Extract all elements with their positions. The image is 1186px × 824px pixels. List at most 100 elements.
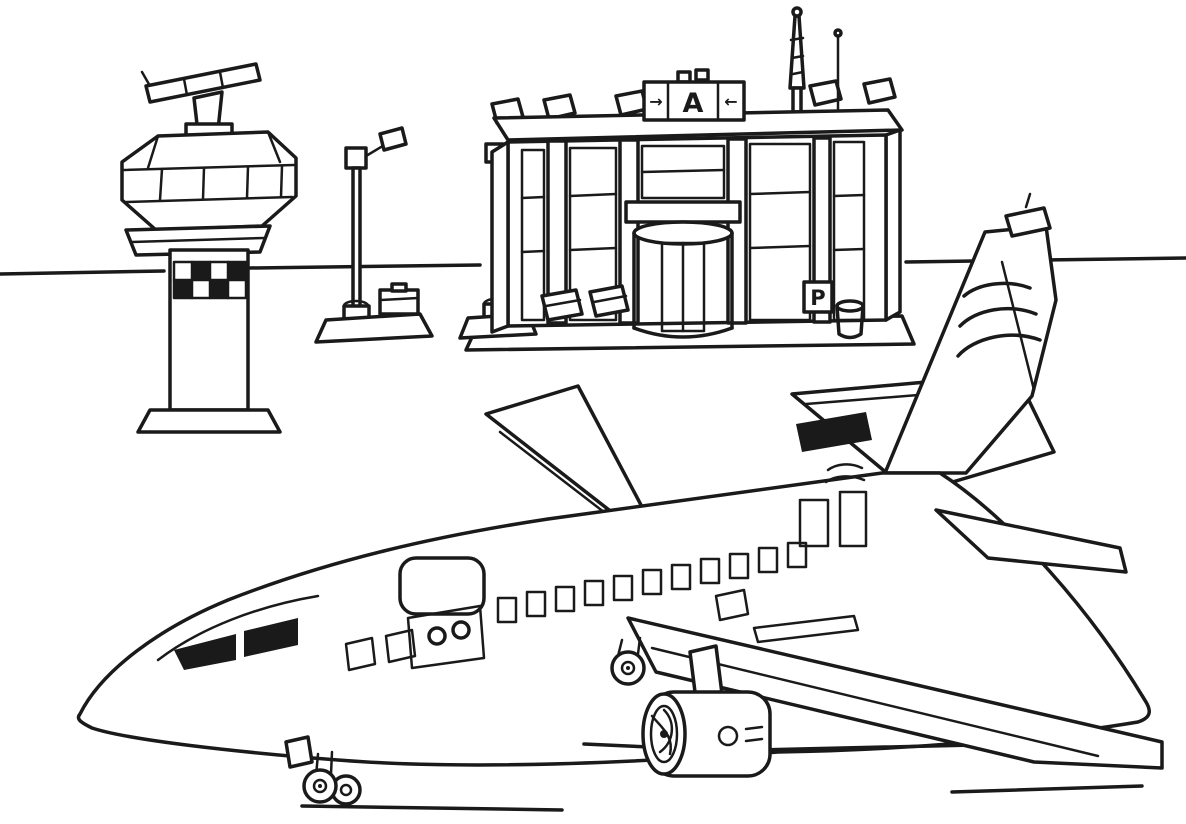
nose-landing-gear xyxy=(284,735,362,806)
tail-logo xyxy=(956,281,1042,358)
window xyxy=(554,585,576,613)
window xyxy=(670,563,692,591)
revolving-door-top xyxy=(632,220,734,246)
cab-roof-facet xyxy=(266,130,282,164)
forward-window xyxy=(344,636,377,672)
glass-bay xyxy=(748,142,812,322)
speed-line xyxy=(582,742,652,749)
checker-cell xyxy=(174,280,192,298)
far-engine xyxy=(796,412,872,452)
glass-mullion xyxy=(832,193,866,252)
trash-can-top xyxy=(835,299,865,313)
passenger-windows xyxy=(496,541,808,624)
cab-window-mullion xyxy=(201,166,206,201)
overwing-exit xyxy=(714,588,750,622)
fan-blade xyxy=(658,708,673,754)
glass-mullion xyxy=(748,190,812,250)
thin-antenna-ball xyxy=(833,28,843,38)
cockpit-roof-piece xyxy=(398,556,486,616)
tower-base xyxy=(136,408,282,434)
terminal-left-edge xyxy=(490,140,510,334)
parking-sign-letter: P xyxy=(810,286,825,310)
lamppost-left xyxy=(314,126,434,344)
tail-logo-swoosh xyxy=(962,281,1032,298)
revolving-door-sides xyxy=(632,231,734,330)
forward-window xyxy=(384,628,417,664)
lamp-pole xyxy=(351,166,362,320)
cab-window-band-bottom xyxy=(124,195,294,204)
radar-panel-divider xyxy=(182,77,189,97)
fin-beacon xyxy=(1004,206,1052,238)
antenna-tick xyxy=(789,36,805,76)
glass-bay xyxy=(568,146,618,322)
suitcase-lid-line xyxy=(378,296,420,302)
bench xyxy=(540,288,584,322)
glass-mullion xyxy=(568,192,618,252)
gate-sign-stud xyxy=(694,68,710,82)
tail-logo-swoosh xyxy=(956,333,1042,358)
front-door xyxy=(406,604,486,670)
wing-root-fairing xyxy=(752,614,860,644)
antenna-ball xyxy=(791,6,803,18)
pilaster xyxy=(546,139,568,325)
engine-vent-lines xyxy=(744,725,764,743)
windscreen-frame xyxy=(156,594,320,662)
gate-sign-divider xyxy=(666,80,720,122)
cockpit-window xyxy=(244,618,298,657)
tower-cab xyxy=(120,130,298,232)
window xyxy=(757,546,779,574)
window xyxy=(612,574,634,602)
gear-door xyxy=(284,735,314,769)
engine xyxy=(641,644,772,778)
near-stabilizer xyxy=(934,508,1128,574)
terminal-right-side xyxy=(884,128,902,322)
bench-line xyxy=(544,298,582,308)
cab-window-mullion xyxy=(245,165,250,200)
speed-line xyxy=(300,804,564,812)
gate-sign-letter: A xyxy=(683,88,704,119)
gate-sign-arrow-right: ← xyxy=(724,92,737,111)
fan-spinner xyxy=(660,730,668,738)
main-landing-gear xyxy=(610,636,646,686)
wing-panel-line xyxy=(650,646,1100,758)
window xyxy=(583,579,605,607)
cockpit-window xyxy=(174,634,236,670)
glass-bay xyxy=(520,148,546,322)
cab-window-band-top xyxy=(122,163,296,172)
parking-sign xyxy=(802,280,834,314)
wheel-hub xyxy=(312,778,328,794)
gate-sign-board xyxy=(642,80,746,122)
bench xyxy=(588,284,630,318)
terminal-building: P → A ← xyxy=(458,6,916,352)
checker-cell xyxy=(192,262,210,280)
wheel-hub-dot xyxy=(318,784,322,788)
wheel-hub xyxy=(620,660,636,676)
window xyxy=(641,568,663,596)
control-tower xyxy=(120,62,298,434)
lamp-base-plate xyxy=(314,312,434,344)
engine-intake xyxy=(649,704,679,764)
gate-sign: → A ← xyxy=(642,68,746,122)
roof-tab xyxy=(542,93,577,121)
pilaster xyxy=(812,136,832,324)
fuselage-logo-swoosh xyxy=(826,463,864,472)
window xyxy=(786,541,808,569)
lamp-box xyxy=(378,126,408,152)
revolving-door-bottom xyxy=(632,326,734,339)
fin-beacon-antenna xyxy=(1024,192,1032,209)
horizon-segment xyxy=(248,263,482,270)
bench-line xyxy=(592,294,628,304)
cab-window-mullion xyxy=(279,164,284,199)
radar-panel-divider xyxy=(218,70,225,90)
radar-antenna-tip xyxy=(140,70,152,88)
fuselage-logo xyxy=(824,463,866,484)
wheel-hub-dot xyxy=(626,666,630,670)
main-wing xyxy=(626,616,1164,770)
door-canopy xyxy=(624,200,742,224)
cab-roof-facet xyxy=(146,134,160,170)
suitcase xyxy=(378,288,420,316)
window xyxy=(699,557,721,585)
trash-can-body xyxy=(835,304,865,340)
